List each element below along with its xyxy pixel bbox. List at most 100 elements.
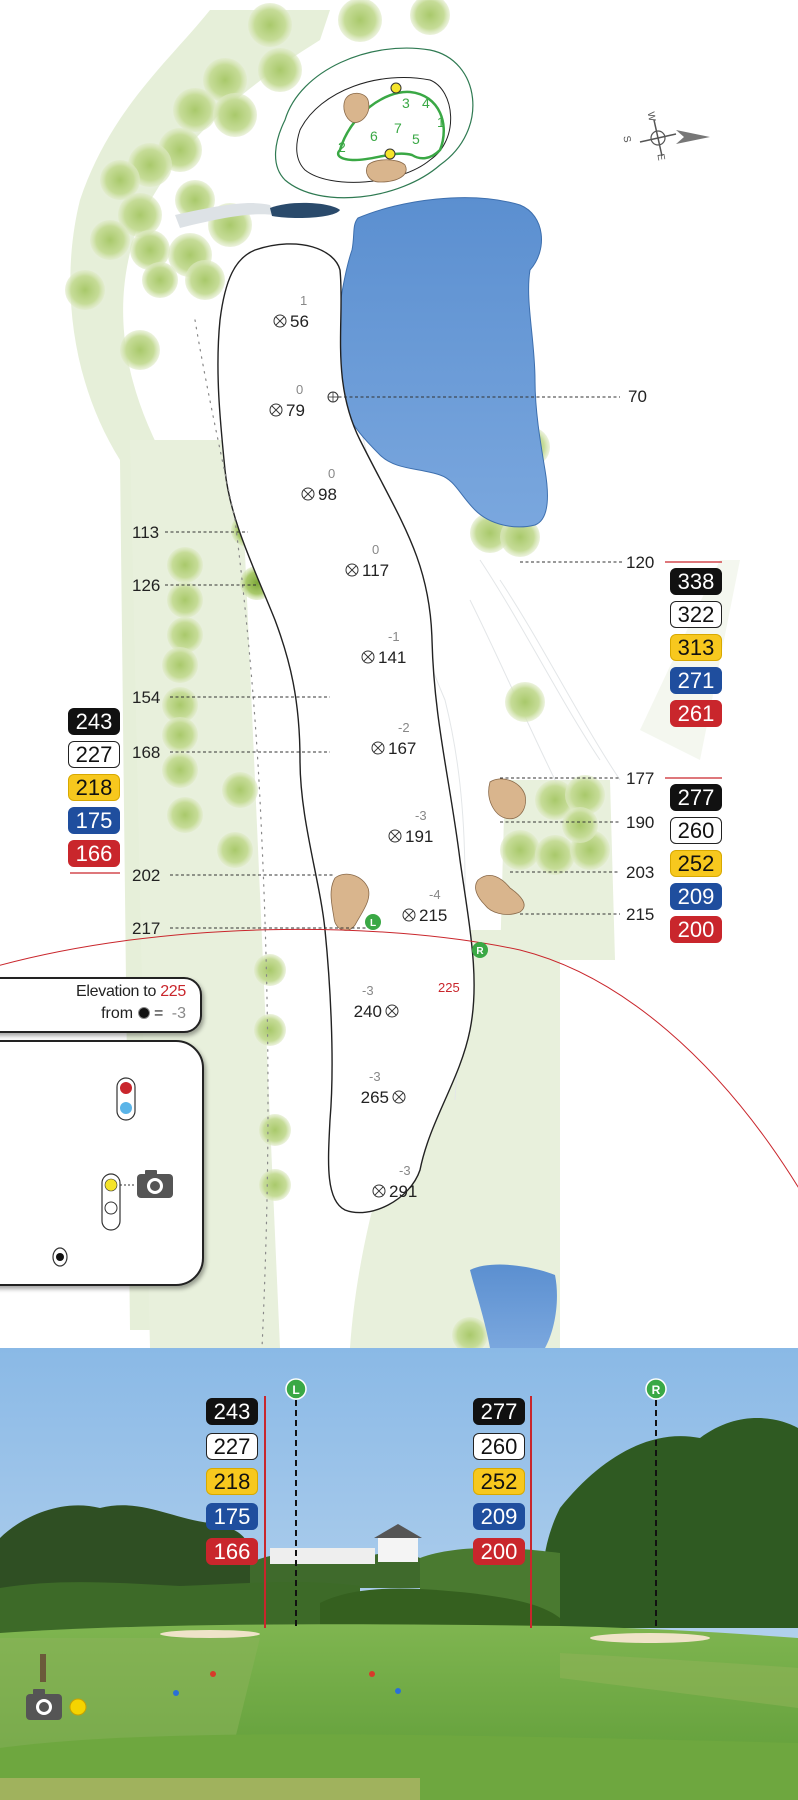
elevation-value: -2: [398, 720, 410, 735]
photo-left-yardage-blue: 175: [206, 1503, 258, 1530]
distance-value: 291: [389, 1182, 417, 1201]
photo-tee-yellow-icon: [69, 1698, 87, 1716]
hole-photo: L R: [0, 1348, 798, 1800]
elevation-value: 0: [372, 542, 379, 557]
compass-w: W: [645, 111, 658, 123]
elevation-value: -3: [362, 983, 374, 998]
elevation-equals: =: [153, 1005, 164, 1022]
callout-168: 168: [132, 743, 160, 762]
elevation-value: -4: [429, 887, 441, 902]
elevation-value: -3: [171, 1005, 186, 1022]
callout-154: 154: [132, 688, 160, 707]
right-aim-yardage-yellow: 252: [670, 850, 722, 877]
photo-camera-icon: [26, 1689, 62, 1720]
tee-yardage-yellow: 313: [670, 634, 722, 661]
right-aim-marker: R: [472, 942, 488, 958]
distance-value: 79: [286, 401, 305, 420]
right-aim-yardage-red: 200: [670, 916, 722, 943]
callout-190: 190: [626, 813, 654, 832]
photo-left-yardage-yellow: 218: [206, 1468, 258, 1495]
distance-marker: 790: [269, 382, 305, 420]
tee-yardage-black: 338: [670, 568, 722, 595]
tee-yardage-blue: 271: [670, 667, 722, 694]
callout-177: 177: [626, 769, 654, 788]
callout-126: 126: [132, 576, 160, 595]
callout-120: 120: [626, 553, 654, 572]
right-aim-marker-label: R: [476, 946, 484, 957]
distance-value: 117: [362, 561, 389, 580]
distance-marker: 215-4: [402, 887, 447, 925]
tee-box-legend: [0, 1040, 204, 1286]
photo-left-yardage-black: 243: [206, 1398, 258, 1425]
green-zone-2: 2: [338, 139, 346, 155]
elevation-label: Elevation to: [76, 983, 157, 1000]
right-aim-yardage-white: 260: [670, 817, 722, 844]
tee-yardage-white: 322: [670, 601, 722, 628]
left-aim-marker: L: [365, 914, 381, 930]
distance-marker: 291-3: [372, 1163, 417, 1201]
compass-icon: W S E: [620, 111, 710, 162]
callout-215: 215: [626, 905, 654, 924]
elevation-value: -1: [388, 629, 400, 644]
photo-right-yardage-red: 200: [473, 1538, 525, 1565]
arc-distance-label: 225: [438, 980, 460, 995]
crosshair-target-icon: [327, 391, 339, 403]
elevation-info-box: Elevation to 225 from = -3: [0, 977, 202, 1033]
photo-right-yardage-yellow: 252: [473, 1468, 525, 1495]
callout-70: 70: [628, 387, 647, 406]
elevation-target: 225: [160, 983, 186, 1000]
left-aim-yardage-blue: 175: [68, 807, 120, 834]
distance-value: 240: [354, 1002, 382, 1021]
tee-yardage-red: 261: [670, 700, 722, 727]
green-zone-1: 1: [437, 114, 445, 130]
left-aim-marker-label: L: [370, 918, 376, 929]
left-aim-yardage-red: 166: [68, 840, 120, 867]
elevation-from-label: from: [101, 1005, 134, 1022]
tee-dot-icon: [137, 1007, 150, 1019]
camera-icon: [137, 1170, 173, 1198]
distance-value: 215: [419, 906, 447, 925]
elevation-value: -3: [415, 808, 427, 823]
callout-202: 202: [132, 866, 160, 885]
green-zone-6: 6: [370, 128, 378, 144]
green-zone-3: 3: [402, 95, 410, 111]
right-aim-yardage-black: 277: [670, 784, 722, 811]
callout-113: 113: [132, 523, 159, 542]
distance-value: 191: [405, 827, 433, 846]
tee-box-diagram: [52, 1077, 173, 1267]
green-zone-5: 5: [412, 131, 420, 147]
elevation-line: Elevation to 225: [76, 983, 186, 1001]
photo-left-marker: L: [285, 1378, 307, 1400]
distance-marker: 240-3: [354, 983, 399, 1021]
compass-s: S: [620, 135, 632, 144]
photo-left-marker-label: L: [292, 1383, 299, 1397]
distance-marker: 561: [273, 293, 309, 331]
photo-right-yardage-blue: 209: [473, 1503, 525, 1530]
elevation-value: 0: [328, 466, 335, 481]
callout-217: 217: [132, 919, 160, 938]
elevation-value: 0: [296, 382, 303, 397]
right-aim-yardage-blue: 209: [670, 883, 722, 910]
green-zone-7: 7: [394, 120, 402, 136]
distance-value: 98: [318, 485, 337, 504]
distance-value: 265: [361, 1088, 389, 1107]
distance-value: 141: [378, 648, 406, 667]
photo-left-yardage-red: 166: [206, 1538, 258, 1565]
distance-marker: 191-3: [388, 808, 433, 846]
elevation-value: -3: [399, 1163, 411, 1178]
photo-right-marker: R: [645, 1378, 667, 1400]
distance-marker: 265-3: [361, 1069, 406, 1107]
green-zone-4: 4: [422, 95, 430, 111]
left-aim-yardage-white: 227: [68, 741, 120, 768]
callout-203: 203: [626, 863, 654, 882]
distance-marker: 980: [301, 466, 337, 504]
distance-value: 56: [290, 312, 309, 331]
photo-right-marker-label: R: [652, 1383, 661, 1397]
photo-right-yardage-white: 260: [473, 1433, 525, 1460]
left-aim-yardage-yellow: 218: [68, 774, 120, 801]
elevation-value: -3: [369, 1069, 381, 1084]
distance-marker: 141-1: [361, 629, 406, 667]
photo-right-yardage-black: 277: [473, 1398, 525, 1425]
distance-value: 167: [388, 739, 416, 758]
